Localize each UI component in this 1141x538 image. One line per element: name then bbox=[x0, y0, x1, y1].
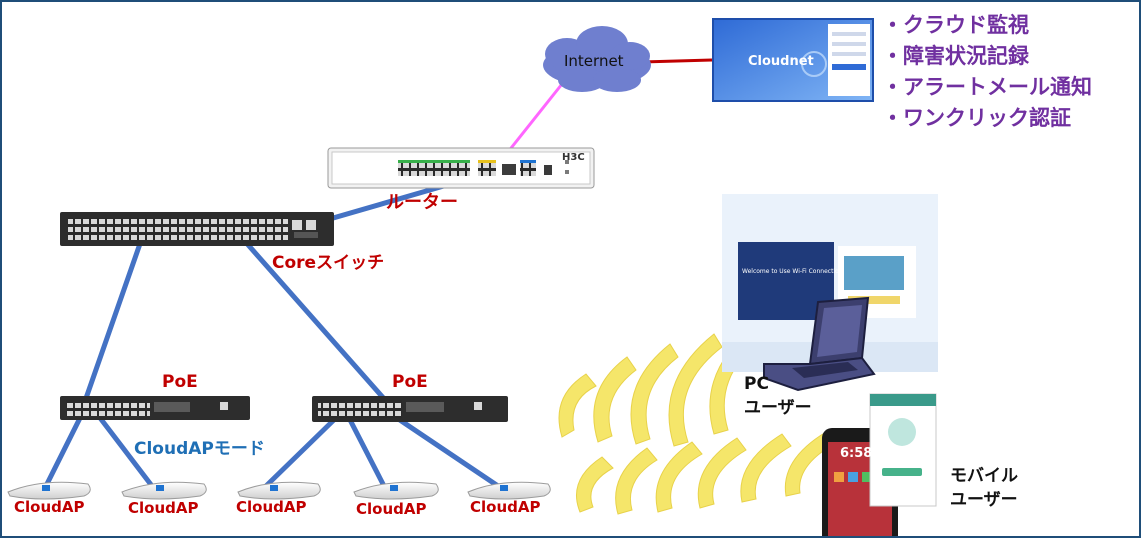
cloudap-label: CloudAP bbox=[128, 499, 199, 517]
poe-label: PoE bbox=[162, 372, 198, 392]
internet-label: Internet bbox=[564, 52, 624, 70]
poe-switch-device bbox=[60, 396, 250, 420]
phone-time: 6:58 bbox=[840, 446, 873, 461]
poe-switch-device bbox=[312, 396, 508, 422]
mobile-app-screen bbox=[869, 393, 937, 507]
feature-item: ・クラウド監視 bbox=[882, 13, 1029, 37]
feature-item: ・アラートメール通知 bbox=[882, 75, 1092, 99]
feature-item: ・障害状況記録 bbox=[882, 44, 1029, 68]
mobile-user-line2: ユーザー bbox=[950, 490, 1018, 510]
laptop-icon bbox=[763, 296, 876, 392]
pc-user-label: PC ユーザー bbox=[744, 372, 812, 420]
router-device bbox=[327, 147, 595, 189]
cloud-icon bbox=[543, 26, 651, 92]
router-label: ルーター bbox=[386, 192, 458, 213]
access-point-device bbox=[7, 481, 91, 500]
cloudap-label: CloudAP bbox=[470, 498, 541, 516]
cloudap-label: CloudAP bbox=[14, 498, 85, 516]
feature-list: ・クラウド監視 ・障害状況記録 ・アラートメール通知 ・ワンクリック認証 bbox=[882, 10, 1092, 134]
pc-user-line1: PC bbox=[744, 374, 769, 394]
access-point-device bbox=[353, 481, 439, 500]
switch-device bbox=[60, 212, 334, 246]
core-switch-label: Coreスイッチ bbox=[272, 253, 385, 273]
access-point-device bbox=[467, 481, 551, 500]
cloudnet-link bbox=[641, 58, 713, 64]
wifi-signal-icon bbox=[558, 323, 835, 515]
cloudnet-brand: Cloudnet bbox=[748, 54, 814, 69]
mobile-user-line1: モバイル bbox=[950, 466, 1018, 486]
access-point-device bbox=[237, 481, 321, 500]
feature-item: ・ワンクリック認証 bbox=[882, 106, 1071, 130]
pc-portal-text: Welcome to Use Wi-Fi Connection bbox=[742, 268, 843, 275]
cloudnet-screen bbox=[712, 18, 874, 102]
access-point-device bbox=[121, 481, 207, 500]
cloudap-mode-label: CloudAPモード bbox=[134, 439, 265, 459]
mobile-user-label: モバイル ユーザー bbox=[950, 464, 1018, 512]
router-brand: H3C bbox=[562, 152, 585, 163]
cloudap-label: CloudAP bbox=[356, 500, 427, 518]
cloudap-label: CloudAP bbox=[236, 498, 307, 516]
poe-label: PoE bbox=[392, 372, 428, 392]
pc-user-line2: ユーザー bbox=[744, 398, 812, 418]
